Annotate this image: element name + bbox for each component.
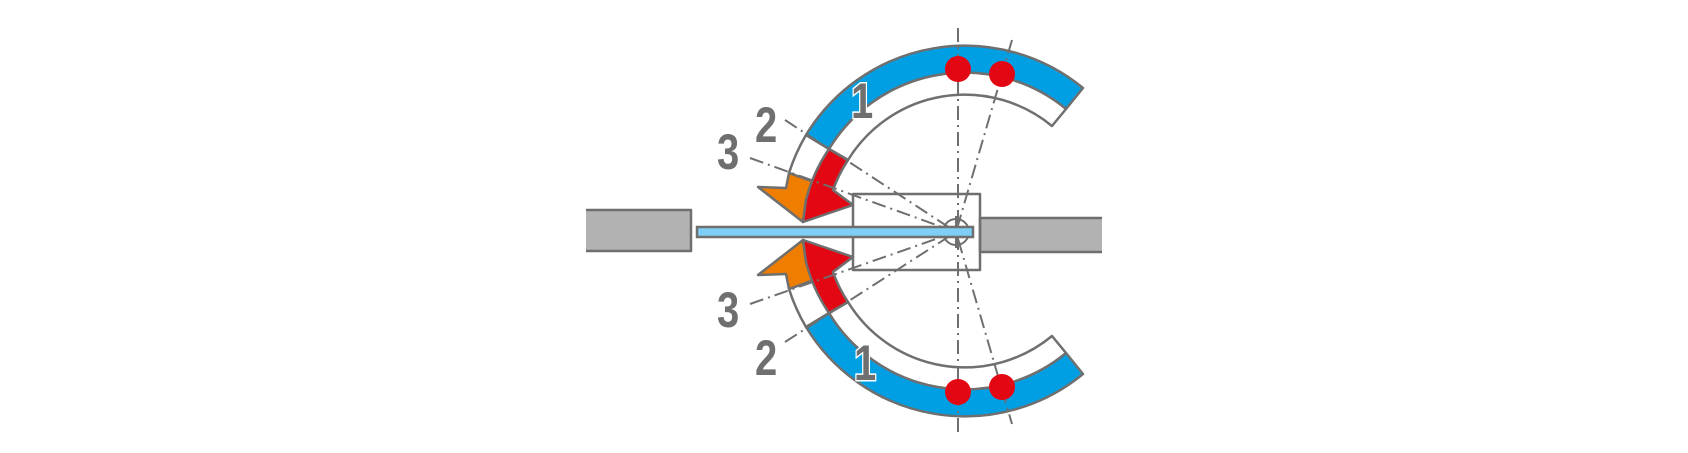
ring-bottom-half — [756, 238, 1085, 418]
red-dots — [945, 56, 1015, 405]
label-2-bottom: 2 — [755, 330, 777, 386]
label-1-top: 1 — [851, 73, 873, 129]
light-blue-bar — [695, 225, 975, 239]
label-3-top: 3 — [717, 124, 739, 180]
labels: 1 2 3 1 2 3 — [716, 71, 878, 392]
label-1-bottom: 1 — [854, 335, 876, 391]
label-2-top: 2 — [755, 97, 777, 153]
label-3-bottom: 3 — [717, 282, 739, 338]
left-gray-block — [586, 208, 693, 253]
red-dot — [989, 374, 1015, 400]
red-dot — [945, 56, 971, 82]
right-gray-block — [978, 216, 1102, 254]
red-dot — [989, 61, 1015, 87]
red-dot — [945, 379, 971, 405]
ring-top-half — [756, 44, 1085, 224]
